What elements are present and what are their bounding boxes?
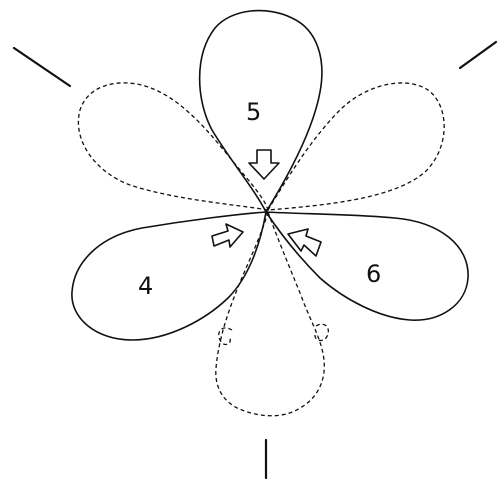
petal-label-5: 5 (246, 98, 261, 126)
separator-line-top-right (460, 42, 496, 68)
separator-line-top-left (14, 48, 70, 86)
arrow-down-icon (249, 150, 279, 179)
dashed-petal-top-left (78, 83, 268, 210)
petal-label-6: 6 (366, 260, 381, 288)
arrow-left-icon (288, 229, 321, 256)
dashed-petal-top-right (268, 83, 444, 210)
petal-label-4: 4 (138, 272, 153, 300)
arrow-right-icon (212, 224, 243, 247)
dashed-petal-bottom-hook-left (219, 328, 232, 345)
